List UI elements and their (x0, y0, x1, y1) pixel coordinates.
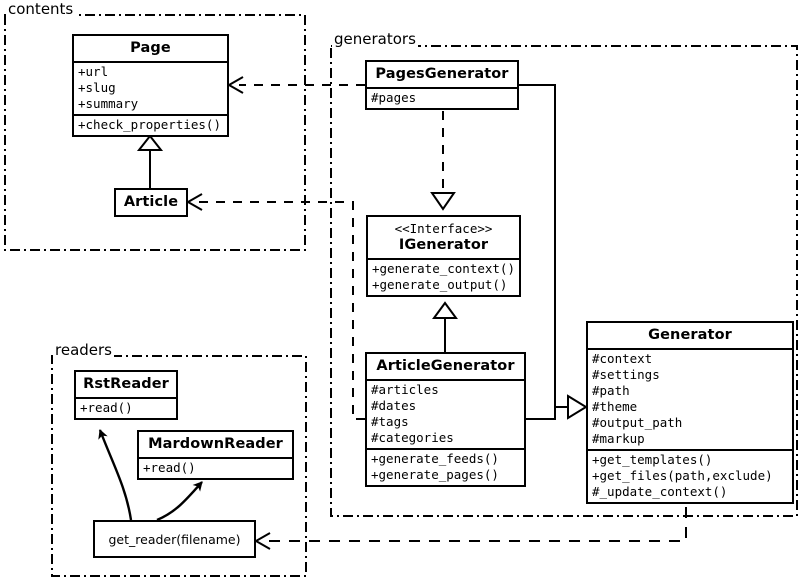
class-generator-methods: +get_templates() +get_files(path,exclude… (588, 449, 792, 502)
attribute-row: #path (592, 383, 630, 398)
class-mardownreader-name: MardownReader (148, 436, 283, 452)
class-articlegenerator-attributes: #articles #dates #tags #categories (367, 379, 524, 448)
attribute-row: #markup (592, 431, 645, 446)
method-row: +generate_output() (372, 277, 508, 292)
function-get-reader[interactable]: get_reader(filename) (93, 520, 256, 558)
package-label-contents: contents (6, 0, 76, 18)
method-row: #_update_context() (592, 484, 728, 499)
rel-article-inherits-page (136, 134, 164, 188)
attribute-row: #settings (592, 367, 660, 382)
attribute-row: #articles (371, 382, 439, 397)
class-igenerator-name: IGenerator (398, 237, 489, 253)
class-igenerator-stereotype: <<Interface>> (394, 221, 493, 236)
class-mardownreader[interactable]: MardownReader +read() (137, 430, 294, 480)
rel-articlegenerator-implements-igenerator (432, 301, 458, 352)
class-page-name: Page (130, 40, 171, 56)
attribute-row: +url (78, 64, 109, 79)
class-article-name: Article (123, 194, 179, 210)
function-get-reader-label: get_reader(filename) (108, 531, 241, 547)
class-page-attributes: +url +slug +summary (74, 61, 227, 114)
rel-articlegenerator-inherits-generator (526, 394, 588, 420)
attribute-row: #dates (371, 398, 417, 413)
method-row: +read() (143, 460, 196, 475)
attribute-row: #tags (371, 414, 409, 429)
method-row: +get_templates() (592, 452, 713, 467)
class-articlegenerator-name: ArticleGenerator (376, 358, 515, 374)
method-row: +generate_feeds() (371, 451, 499, 466)
method-row: +read() (80, 400, 133, 415)
class-generator-attributes: #context #settings #path #theme #output_… (588, 348, 792, 449)
class-generator[interactable]: Generator #context #settings #path #them… (586, 321, 794, 504)
package-label-readers: readers (53, 341, 114, 359)
class-pagesgenerator-name: PagesGenerator (375, 66, 509, 82)
method-row: +generate_pages() (371, 467, 499, 482)
package-label-generators: generators (332, 30, 418, 48)
class-rstreader-methods: +read() (76, 397, 176, 418)
class-generator-name: Generator (648, 327, 732, 343)
rel-pagesgenerator-uses-page (226, 76, 365, 94)
attribute-row: #categories (371, 430, 454, 445)
rel-pagesgenerator-implements-igenerator (430, 111, 456, 211)
attribute-row: #pages (371, 90, 417, 105)
attribute-row: #output_path (592, 415, 683, 430)
class-rstreader[interactable]: RstReader +read() (74, 370, 178, 420)
class-igenerator-methods: +generate_context() +generate_output() (368, 258, 519, 295)
rel-articlegenerator-uses-article (185, 193, 365, 420)
attribute-row: +slug (78, 80, 116, 95)
method-row: +get_files(path,exclude) (592, 468, 773, 483)
attribute-row: +summary (78, 96, 139, 111)
class-mardownreader-methods: +read() (139, 457, 292, 478)
method-row: +check_properties() (78, 117, 221, 132)
rel-get_reader-creates-mardownreader (156, 481, 203, 522)
attribute-row: #context (592, 351, 653, 366)
rel-get_reader-creates-rstreader (98, 429, 133, 521)
class-rstreader-name: RstReader (83, 376, 169, 392)
class-article[interactable]: Article (114, 188, 188, 217)
class-igenerator[interactable]: <<Interface>> IGenerator +generate_conte… (366, 215, 521, 297)
class-articlegenerator-methods: +generate_feeds() +generate_pages() (367, 448, 524, 485)
class-articlegenerator[interactable]: ArticleGenerator #articles #dates #tags … (365, 352, 526, 487)
attribute-row: #theme (592, 399, 638, 414)
rel-generator-uses-get_reader (253, 507, 687, 550)
class-page-methods: +check_properties() (74, 114, 227, 135)
class-page[interactable]: Page +url +slug +summary +check_properti… (72, 34, 229, 137)
class-pagesgenerator-attributes: #pages (367, 87, 517, 108)
class-pagesgenerator[interactable]: PagesGenerator #pages (365, 60, 519, 110)
method-row: +generate_context() (372, 261, 515, 276)
